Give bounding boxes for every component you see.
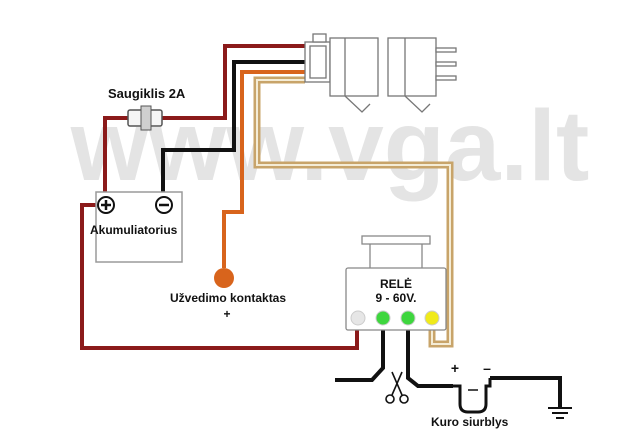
wire-red-battery-fuse <box>103 44 305 198</box>
ignition-label: Užvedimo kontaktas <box>170 291 286 305</box>
relay-leds <box>350 310 440 326</box>
fuse-label: Saugiklis 2A <box>108 86 186 101</box>
fuel-pump-icon <box>453 378 492 414</box>
scissors-icon <box>385 371 409 404</box>
ignition-contact-icon <box>214 268 234 288</box>
relay-label-line1: RELĖ <box>380 276 412 291</box>
led-green-2-icon <box>400 310 416 326</box>
ignition-sign: + <box>223 307 230 321</box>
relay-label-line2: 9 - 60V. <box>376 291 417 305</box>
wire-black-pump-ground <box>490 376 562 408</box>
switch-connector-icon <box>304 33 457 113</box>
wire-black-battery-connector <box>161 60 305 198</box>
pump-minus-sign: – <box>483 360 491 376</box>
pump-label: Kuro siurblys <box>431 415 509 429</box>
wire-black-relay-right <box>406 328 453 388</box>
battery-label: Akumuliatorius <box>90 223 178 237</box>
watermark-text: www.vga.lt <box>70 90 590 202</box>
relay <box>345 235 447 331</box>
led-green-1-icon <box>375 310 391 326</box>
ground-icon <box>548 407 572 419</box>
battery-plus-icon <box>97 196 115 214</box>
wire-orange-ignition <box>222 70 305 268</box>
pump-plus-sign: + <box>451 360 459 376</box>
led-yellow-icon <box>424 310 440 326</box>
battery <box>95 191 183 263</box>
battery-minus-icon <box>155 196 173 214</box>
fuse-icon <box>120 105 168 131</box>
wire-black-relay-left <box>335 328 385 382</box>
wire-red-battery-relay <box>80 203 359 350</box>
wire-tan-connector-relay-inner <box>256 79 451 345</box>
led-white-icon <box>350 310 366 326</box>
